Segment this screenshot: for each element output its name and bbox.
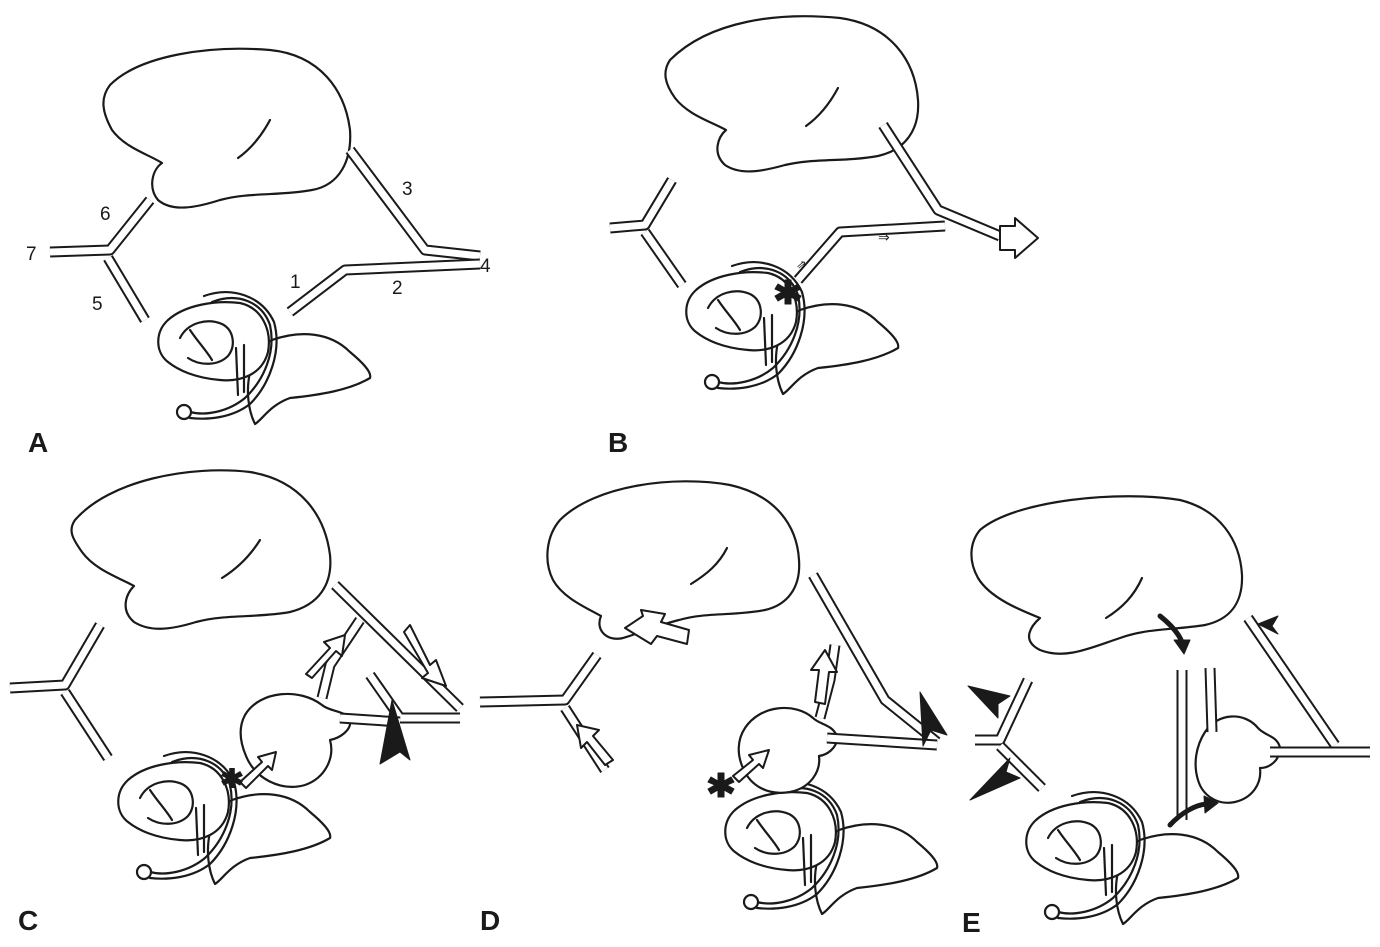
panel-e: E [962,496,1370,938]
arrowhead-marker-upper-left [968,686,1010,718]
duodenum-pancreas [158,292,370,424]
liver-shape [103,49,350,208]
vessel-label-1: 1 [290,272,301,293]
panel-label-b: B [608,427,628,458]
flow-direction-small-arrow: ⇒ [878,229,890,245]
duodenum-pancreas [686,262,898,394]
obstruction-asterisk [708,773,734,797]
panel-label-a: A [28,427,48,458]
vessel-network [975,618,1370,820]
liver-shape [547,481,799,638]
liver-shape [71,470,330,628]
panel-a: 1 2 3 4 5 6 7 A [26,49,491,458]
panel-label-e: E [962,907,981,938]
duodenum-pancreas [725,782,937,914]
portosystemic-flow-arrow [1000,218,1038,258]
vessel-label-6: 6 [100,204,111,225]
liver-shape [971,496,1242,654]
vessel-label-4: 4 [480,256,491,277]
arrowhead-marker [380,700,410,764]
obstruction-asterisk [222,768,243,787]
vessel-label-7: 7 [26,244,37,265]
vessel-label-5: 5 [92,294,103,315]
panel-d: D [480,481,947,936]
liver-shape [665,16,918,171]
panel-b: ⇒ ⇒ B [608,16,1038,458]
panel-label-d: D [480,905,500,936]
enlarged-varix [739,708,837,793]
vessel-label-3: 3 [402,179,413,200]
panel-label-c: C [18,905,38,936]
vessel-label-2: 2 [392,278,403,299]
panel-c: C [10,470,460,936]
